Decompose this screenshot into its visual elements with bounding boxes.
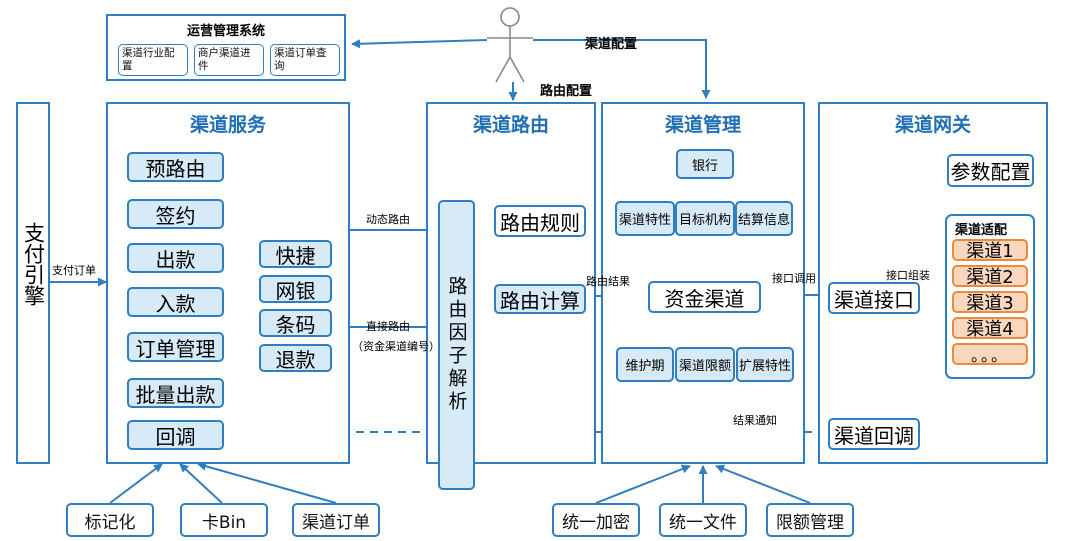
sub-netbank-node[interactable]: 网银 xyxy=(259,275,332,303)
label-result-notify: 结果通知 xyxy=(733,414,777,427)
label-route-result: 路由结果 xyxy=(586,275,630,288)
label-route-config: 路由配置 xyxy=(540,84,593,99)
order-mgmt-node[interactable]: 订单管理 xyxy=(127,332,224,362)
sub-barcode-node[interactable]: 条码 xyxy=(259,309,332,337)
label-interface-assemble: 接口组装 xyxy=(886,269,930,282)
ops-system-title: 运营管理系统 xyxy=(186,24,265,39)
channel-service-title: 渠道服务 xyxy=(189,114,266,136)
payin-node[interactable]: 入款 xyxy=(127,287,224,317)
pre-routing-node[interactable]: 预路由 xyxy=(127,152,224,182)
ops-item-order-query[interactable]: 渠道订单查询 xyxy=(270,44,340,76)
ops-item-merchant-onboarding[interactable]: 商户渠道进件 xyxy=(194,44,264,76)
channel-order-box[interactable]: 渠道订单 xyxy=(292,503,380,537)
ops-item-industry-config[interactable]: 渠道行业配置 xyxy=(118,44,188,76)
channel-1-node[interactable]: 渠道1 xyxy=(952,239,1028,262)
channel-gateway-title: 渠道网关 xyxy=(894,114,971,136)
channel-routing-title: 渠道路由 xyxy=(472,114,549,136)
channel-2-node[interactable]: 渠道2 xyxy=(952,265,1028,288)
sub-quickpay-node[interactable]: 快捷 xyxy=(259,240,332,268)
label-channel-config: 渠道配置 xyxy=(585,37,638,52)
signing-node[interactable]: 签约 xyxy=(127,199,224,229)
channel-more-node[interactable]: 。。。 xyxy=(952,343,1028,365)
extended-feature-node[interactable]: 扩展特性 xyxy=(736,347,794,382)
ops-system-panel: 运营管理系统 渠道行业配置 商户渠道进件 渠道订单查询 xyxy=(106,14,346,81)
channel-gateway-panel: 渠道网关 参数配置 渠道适配 渠道1 渠道2 渠道3 渠道4 。。。 渠道接口 … xyxy=(818,102,1048,464)
target-institution-node[interactable]: 目标机构 xyxy=(675,201,735,236)
route-calc-node[interactable]: 路由计算 xyxy=(494,284,586,314)
payout-node[interactable]: 出款 xyxy=(127,243,224,273)
batch-payout-node[interactable]: 批量出款 xyxy=(127,378,224,408)
label-interface-call: 接口调用 xyxy=(772,272,816,285)
maintenance-node[interactable]: 维护期 xyxy=(616,347,674,382)
unified-encryption-box[interactable]: 统一加密 xyxy=(552,503,640,537)
channel-callback-node[interactable]: 渠道回调 xyxy=(828,418,920,450)
channel-interface-node[interactable]: 渠道接口 xyxy=(828,282,920,314)
channel-feature-node[interactable]: 渠道特性 xyxy=(615,201,675,236)
channel-limit-node[interactable]: 渠道限额 xyxy=(675,347,735,382)
label-dynamic-route: 动态路由 xyxy=(366,213,410,226)
label-pay-order: 支付订单 xyxy=(52,264,96,277)
callback-node[interactable]: 回调 xyxy=(127,420,224,450)
channel-service-panel: 渠道服务 预路由 签约 出款 入款 订单管理 批量出款 回调 快捷 网银 条码 … xyxy=(106,102,350,464)
label-direct-route: 直接路由 xyxy=(366,320,410,333)
payment-engine-label: 支付引擎 xyxy=(21,222,46,306)
settlement-info-node[interactable]: 结算信息 xyxy=(735,201,793,236)
route-factor-node[interactable]: 路由因子解析 xyxy=(438,200,475,490)
param-config-node[interactable]: 参数配置 xyxy=(947,154,1034,187)
channel-adapter-box: 渠道适配 渠道1 渠道2 渠道3 渠道4 。。。 xyxy=(945,214,1035,379)
sub-refund-node[interactable]: 退款 xyxy=(259,344,332,372)
channel-mgmt-title: 渠道管理 xyxy=(664,114,741,136)
unified-file-box[interactable]: 统一文件 xyxy=(659,503,747,537)
payment-engine-panel: 支付引擎 xyxy=(16,102,50,464)
label-direct-route-sub: （资金渠道编号） xyxy=(352,340,440,353)
channel-3-node[interactable]: 渠道3 xyxy=(952,291,1028,314)
fund-channel-node[interactable]: 资金渠道 xyxy=(648,281,761,313)
channel-4-node[interactable]: 渠道4 xyxy=(952,317,1028,340)
tokenization-box[interactable]: 标记化 xyxy=(66,503,154,537)
channel-routing-panel: 渠道路由 路由因子解析 路由规则 路由计算 xyxy=(426,102,596,490)
route-rule-node[interactable]: 路由规则 xyxy=(494,205,586,237)
card-bin-box[interactable]: 卡Bin xyxy=(180,503,268,537)
limit-mgmt-box[interactable]: 限额管理 xyxy=(766,503,854,537)
channel-mgmt-panel: 渠道管理 银行 渠道特性 目标机构 结算信息 资金渠道 维护期 渠道限额 扩展特… xyxy=(601,102,805,464)
route-factor-label: 路由因子解析 xyxy=(445,276,468,414)
bank-node[interactable]: 银行 xyxy=(676,149,734,179)
channel-adapter-title: 渠道适配 xyxy=(955,223,1008,238)
